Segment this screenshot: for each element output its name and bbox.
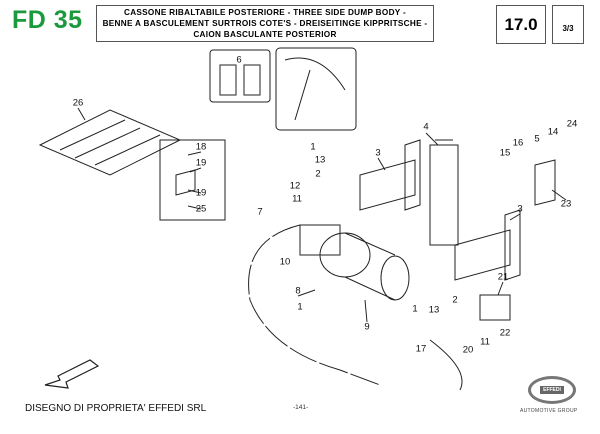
company-group: AUTOMOTIVE GROUP <box>520 408 578 414</box>
part-callout: 19 <box>195 187 207 199</box>
inset-bracket <box>159 139 226 221</box>
subframe-part <box>38 109 182 176</box>
part-callout: 1 <box>297 301 303 313</box>
part-callout: 16 <box>512 137 524 149</box>
part-callout: 25 <box>195 203 207 215</box>
part-callout: 6 <box>236 54 242 66</box>
part-callout: 2 <box>315 168 321 180</box>
inset-cab-view <box>275 47 357 131</box>
model-code: FD 35 <box>12 6 83 34</box>
title-line: BENNE A BASCULEMENT SURTROIS COTE'S - DR… <box>102 19 428 28</box>
part-callout: 3 <box>375 147 381 159</box>
part-callout: 19 <box>195 157 207 169</box>
part-callout: 9 <box>364 321 370 333</box>
valve-block <box>479 294 511 321</box>
part-callout: 24 <box>566 118 578 130</box>
part-callout: 15 <box>499 147 511 159</box>
section-number: 17.0 <box>496 5 546 44</box>
part-callout: 12 <box>289 180 301 192</box>
part-callout: 11 <box>480 336 490 348</box>
direction-arrow <box>44 359 100 389</box>
logo-text: EFFEDI <box>540 386 564 394</box>
part-callout: 13 <box>314 154 326 166</box>
part-callout: 2 <box>452 294 458 306</box>
title-box: CASSONE RIBALTABILE POSTERIORE - THREE S… <box>96 5 434 42</box>
inset-switch-panel <box>209 49 271 103</box>
part-callout: 1 <box>412 303 418 315</box>
tipping-cylinder <box>429 139 459 246</box>
part-callout: 26 <box>72 97 84 109</box>
part-callout: 7 <box>257 206 263 218</box>
part-callout: 8 <box>295 285 301 297</box>
effedi-logo: EFFEDI <box>528 376 576 404</box>
bracket-part <box>359 139 421 211</box>
ownership-notice: DISEGNO DI PROPRIETA' EFFEDI SRL <box>25 403 207 414</box>
page-number: -141- <box>293 404 309 411</box>
part-callout: 1 <box>310 141 316 153</box>
part-callout: 10 <box>279 256 291 268</box>
part-callout: 4 <box>423 121 429 133</box>
part-callout: 11 <box>292 193 302 205</box>
part-callout: 5 <box>534 133 540 145</box>
part-callout: 13 <box>428 304 440 316</box>
part-callout: 22 <box>499 327 511 339</box>
part-callout: 18 <box>195 141 207 153</box>
title-line: CASSONE RIBALTABILE POSTERIORE - THREE S… <box>123 8 406 17</box>
part-callout: 14 <box>547 126 559 138</box>
part-callout: 17 <box>415 343 427 355</box>
bracket-part <box>454 209 521 281</box>
part-callout: 20 <box>462 344 474 356</box>
part-callout: 21 <box>497 271 509 283</box>
title-line: CAION BASCULANTE POSTERIOR <box>193 30 337 39</box>
part-callout: 3 <box>517 203 523 215</box>
sheet-number: 3/3 <box>552 5 584 44</box>
part-callout: 23 <box>560 198 572 210</box>
hydraulic-hose <box>248 224 381 386</box>
